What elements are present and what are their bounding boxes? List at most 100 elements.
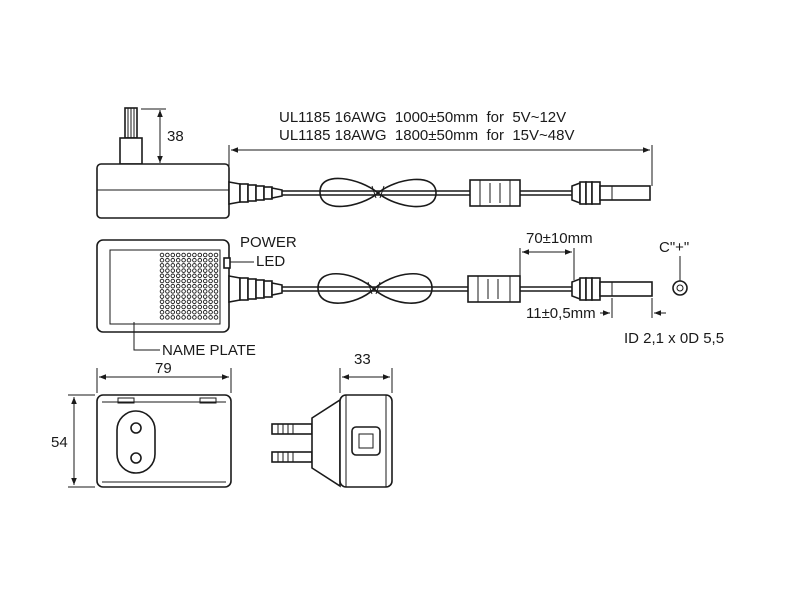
top-view-middle: POWER LED NAME PLATE 70±10mm 11±0,5mm C"… xyxy=(96,230,724,359)
vent-hole xyxy=(170,315,176,320)
vent-hole xyxy=(165,299,170,305)
vent-hole xyxy=(186,273,192,279)
vent-hole xyxy=(165,304,170,310)
vent-hole xyxy=(202,304,208,310)
vent-hole xyxy=(181,268,186,273)
vent-hole xyxy=(175,257,181,263)
vent-hole xyxy=(175,263,181,268)
vent-hole xyxy=(175,289,181,294)
vent-hole xyxy=(208,278,213,284)
vent-hole xyxy=(159,304,165,310)
vent-hole xyxy=(192,283,197,289)
cable-spec-line-2: UL1185 18AWG 1800±50mm for 15V~48V xyxy=(279,127,574,144)
vent-hole xyxy=(165,252,170,258)
dim-boot-length: 70±10mm xyxy=(526,230,593,247)
ferrite-core-middle xyxy=(467,275,521,303)
label-polarity: C"+" xyxy=(659,239,689,256)
vent-hole xyxy=(159,283,165,289)
vent-hole xyxy=(202,263,208,268)
vent-hole xyxy=(181,283,186,289)
vent-hole xyxy=(165,268,170,273)
vent-hole xyxy=(165,294,170,299)
vent-hole xyxy=(175,309,181,315)
vent-hole xyxy=(175,283,181,289)
vent-hole xyxy=(208,252,213,258)
dim-width: 79 xyxy=(155,360,172,377)
vent-hole xyxy=(197,309,203,315)
vent-hole xyxy=(208,263,213,268)
vent-hole xyxy=(181,278,186,284)
vent-hole xyxy=(202,252,208,258)
vent-hole xyxy=(186,289,192,294)
vent-hole xyxy=(159,257,165,263)
ferrite-core-top xyxy=(469,179,521,207)
vent-hole xyxy=(170,263,176,268)
vent-hole xyxy=(170,257,176,263)
vent-hole xyxy=(192,268,197,273)
vent-hole xyxy=(202,273,208,279)
label-dc-plug-size: ID 2,1 x 0D 5,5 xyxy=(624,330,724,347)
vent-hole xyxy=(181,273,186,279)
vent-hole xyxy=(213,252,219,258)
vent-hole xyxy=(197,289,203,294)
vent-hole xyxy=(159,294,165,299)
vent-hole xyxy=(197,283,203,289)
cable-coil-top xyxy=(319,177,437,208)
plug-pins-side xyxy=(119,107,143,165)
vent-hole xyxy=(181,304,186,310)
vent-hole xyxy=(213,278,219,284)
vent-hole xyxy=(192,315,197,320)
vent-hole xyxy=(181,299,186,305)
dim-height: 54 xyxy=(51,434,68,451)
vent-hole xyxy=(202,278,208,284)
vent-hole xyxy=(159,278,165,284)
vent-hole xyxy=(186,309,192,315)
vent-hole xyxy=(192,257,197,263)
plug-base-taper xyxy=(311,398,341,488)
vent-hole xyxy=(197,294,203,299)
vent-hole xyxy=(192,309,197,315)
vent-hole xyxy=(159,273,165,279)
vent-hole xyxy=(202,289,208,294)
plug-pin-lower xyxy=(271,451,313,463)
vent-hole xyxy=(213,304,219,310)
vent-hole xyxy=(165,278,170,284)
vent-hole xyxy=(197,257,203,263)
vent-hole xyxy=(159,315,165,320)
vent-hole xyxy=(213,315,219,320)
vent-hole xyxy=(186,268,192,273)
vent-hole xyxy=(165,309,170,315)
side-view-top: 38 UL1185 16AWG 1000±50mm for 5V~12V UL1… xyxy=(96,107,653,219)
vent-hole xyxy=(192,273,197,279)
dc-plug-end-outer xyxy=(672,280,688,296)
vent-hole xyxy=(197,278,203,284)
plug-socket-outline xyxy=(116,410,156,474)
vent-hole xyxy=(208,309,213,315)
vent-hole xyxy=(186,299,192,305)
vent-hole xyxy=(170,299,176,305)
vent-hole xyxy=(170,278,176,284)
dim-depth: 33 xyxy=(354,351,371,368)
vent-hole xyxy=(208,304,213,310)
vent-hole xyxy=(165,289,170,294)
vent-hole xyxy=(181,309,186,315)
vent-hole xyxy=(186,257,192,263)
label-led: LED xyxy=(256,253,285,270)
vent-hole xyxy=(197,304,203,310)
power-led xyxy=(223,257,231,269)
vent-hole xyxy=(159,268,165,273)
vent-hole xyxy=(181,263,186,268)
vent-hole xyxy=(181,252,186,258)
vent-hole xyxy=(170,268,176,273)
vent-hole xyxy=(175,273,181,279)
vent-hole xyxy=(197,263,203,268)
dim-plug-height: 38 xyxy=(167,128,184,145)
vent-hole xyxy=(213,257,219,263)
side-socket xyxy=(351,426,381,456)
vent-hole xyxy=(192,252,197,258)
vent-hole xyxy=(170,309,176,315)
vent-hole xyxy=(170,283,176,289)
strain-relief-middle xyxy=(228,275,283,303)
adapter-body-side xyxy=(96,163,230,219)
vent-hole xyxy=(186,252,192,258)
